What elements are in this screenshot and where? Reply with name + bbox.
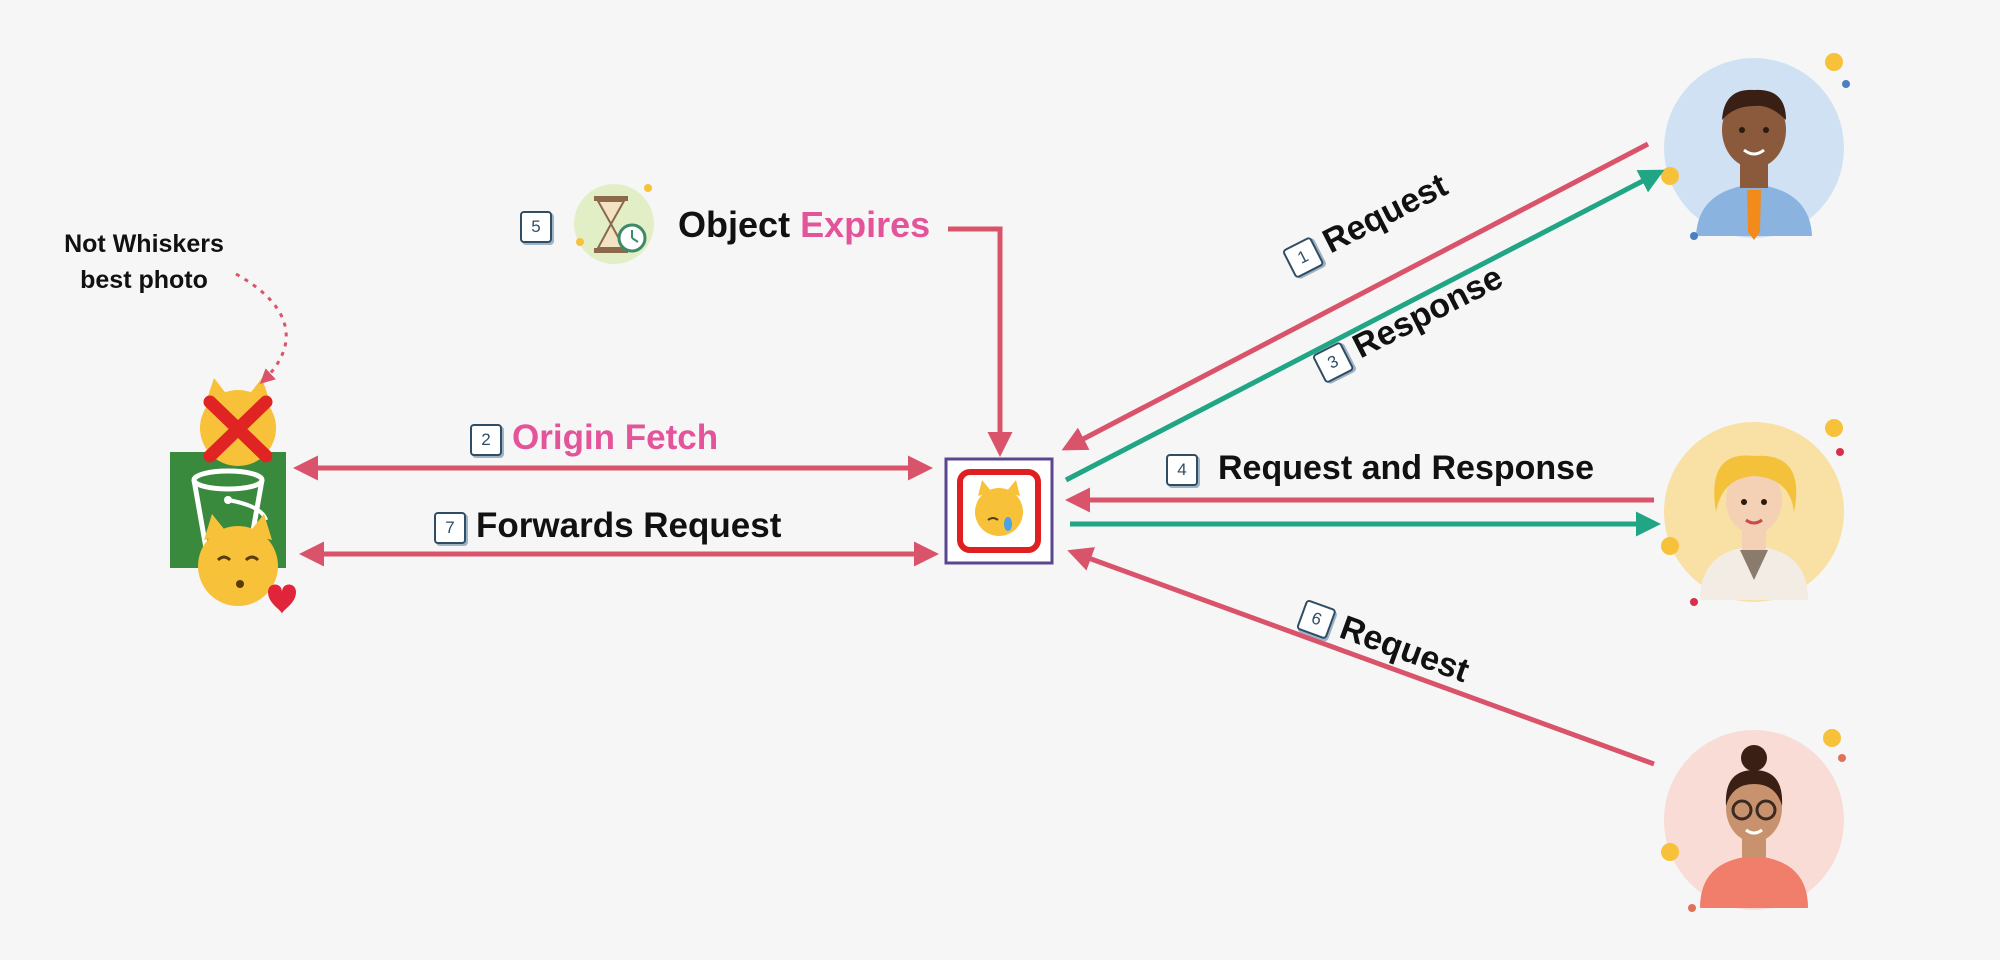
response-3-arrow	[1064, 169, 1665, 483]
step-4-label: 4 Request and Response	[1166, 446, 1594, 490]
note-line-2: best photo	[80, 266, 208, 294]
step-5-text-b: Expires	[800, 204, 931, 245]
step-7-label: 7 Forwards Request	[434, 503, 781, 549]
step-4-badge: 4	[1166, 454, 1198, 487]
step-2-badge: 2	[470, 423, 502, 456]
object-expires-arrow	[948, 226, 1013, 457]
step-4-text: Request and Response	[1218, 449, 1594, 487]
hourglass-clock-icon	[574, 184, 654, 264]
user-woman-blonde-icon	[1661, 419, 1844, 606]
kissing-cat-icon	[198, 514, 296, 614]
note-line-1: Not Whiskers	[64, 230, 224, 258]
user-woman-glasses-icon	[1661, 729, 1846, 912]
step-5-badge: 5	[520, 211, 552, 244]
cache-edge-crying-cat-icon	[944, 457, 1054, 565]
request-1-arrow	[1061, 141, 1650, 451]
step-5-label: 5 Object Expires	[520, 202, 930, 248]
step-7-badge: 7	[434, 511, 466, 544]
step-2-text: Origin Fetch	[512, 418, 719, 457]
annotation-note: Not Whiskers best photo	[44, 226, 244, 298]
user-man-icon	[1661, 53, 1850, 240]
request-6-arrow	[1067, 547, 1655, 767]
crossed-cat-icon	[200, 378, 276, 466]
step-7-text: Forwards Request	[476, 506, 782, 545]
annotation-arrow	[235, 272, 288, 385]
step-2-label: 2 Origin Fetch	[470, 415, 718, 461]
step-5-text-a: Object	[678, 204, 791, 245]
